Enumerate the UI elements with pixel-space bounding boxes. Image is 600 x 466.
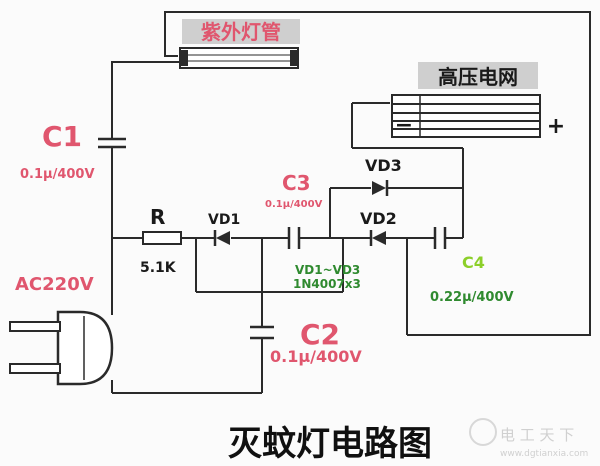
diode-vd2 <box>369 230 386 246</box>
diode-note-line2: 1N4007x3 <box>293 277 361 291</box>
c4-name: C4 <box>462 253 485 272</box>
c4-value: 0.22μ/400V <box>430 290 514 305</box>
wire-top-right-loop <box>164 11 591 336</box>
grid-plus-sign: + <box>547 114 565 139</box>
resistor-r <box>142 231 182 245</box>
capacitor-c1 <box>96 137 128 149</box>
diode-vd3 <box>372 180 389 196</box>
watermark-cn: 电 工 天 下 <box>500 426 574 444</box>
c1-name: C1 <box>42 120 82 153</box>
ac-plug-icon <box>9 310 114 386</box>
capacitor-c2 <box>250 325 274 340</box>
source-label: AC220V <box>15 274 94 295</box>
diode-vd1 <box>213 230 230 246</box>
c2-value: 0.1μ/400V <box>270 347 362 366</box>
vd1-name: VD1 <box>208 212 240 228</box>
grid-minus-sign: − <box>395 113 413 138</box>
c3-name: C3 <box>282 171 311 195</box>
vd2-name: VD2 <box>360 209 397 228</box>
grid-label: 高压电网 <box>438 65 518 89</box>
r-name: R <box>150 205 165 229</box>
c1-value: 0.1μ/400V <box>20 167 95 182</box>
uv-lamp-label: 紫外灯管 <box>201 20 281 44</box>
wires <box>111 11 591 394</box>
diode-note-line1: VD1~VD3 <box>295 263 360 277</box>
uv-lamp <box>179 47 299 69</box>
c2-name: C2 <box>300 318 340 351</box>
grid-label-bg <box>418 62 538 89</box>
capacitor-c3 <box>287 227 301 249</box>
capacitor-c4 <box>433 227 447 249</box>
vd3-name: VD3 <box>365 156 402 175</box>
r-value: 5.1K <box>140 260 177 276</box>
watermark-url: www.dgtianxia.com <box>500 449 588 459</box>
hv-grid <box>391 94 541 138</box>
wire-left-rail <box>111 61 180 315</box>
c3-value: 0.1μ/400V <box>265 199 323 210</box>
diagram-title: 灭蚊灯电路图 <box>228 424 432 464</box>
watermark: 电 工 天 下 www.dgtianxia.com <box>469 418 588 459</box>
uv-lamp-label-bg <box>182 19 300 44</box>
